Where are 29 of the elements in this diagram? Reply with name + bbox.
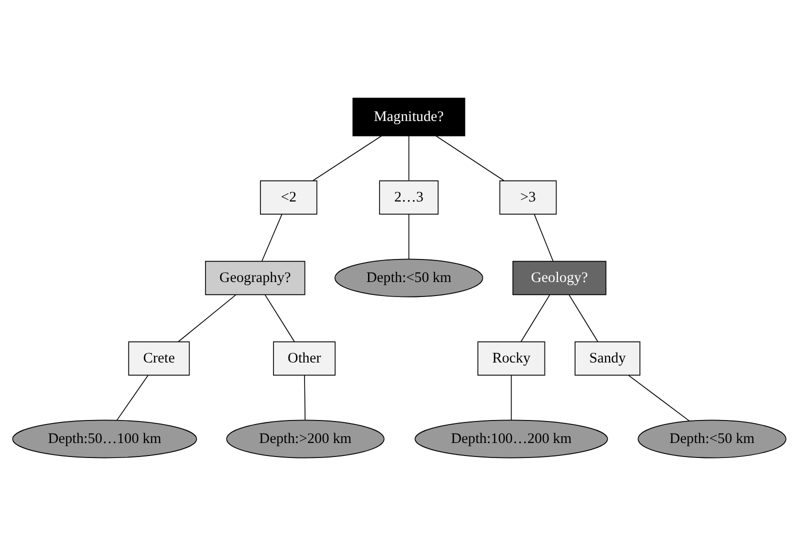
connector — [262, 214, 282, 262]
connector — [568, 294, 598, 342]
node-box: <2 — [260, 180, 318, 215]
connector — [116, 375, 148, 421]
node-box: 2…3 — [379, 180, 439, 215]
connector — [304, 375, 306, 420]
connector — [534, 214, 554, 262]
node-box: Rocky — [477, 341, 546, 376]
node-box: Sandy — [574, 341, 640, 376]
connector — [178, 294, 236, 342]
connector — [435, 135, 504, 182]
node-box: Magnitude? — [352, 98, 466, 136]
node-ellipse: Depth:<50 km — [638, 420, 786, 458]
node-box: Geography? — [205, 260, 306, 296]
connector — [408, 214, 410, 260]
node-ellipse: Depth:<50 km — [334, 258, 484, 298]
node-ellipse: Depth:>200 km — [226, 420, 384, 458]
node-box: >3 — [499, 180, 557, 215]
node-box: Geology? — [512, 260, 606, 296]
connector — [510, 375, 512, 420]
connector — [408, 135, 410, 181]
connector — [312, 135, 382, 182]
node-box: Other — [273, 341, 336, 376]
node-ellipse: Depth:50…100 km — [12, 420, 198, 458]
node-box: Crete — [128, 341, 190, 376]
connector — [628, 375, 690, 422]
connector — [520, 294, 550, 342]
connector — [264, 294, 295, 342]
node-ellipse: Depth:100…200 km — [414, 420, 608, 458]
